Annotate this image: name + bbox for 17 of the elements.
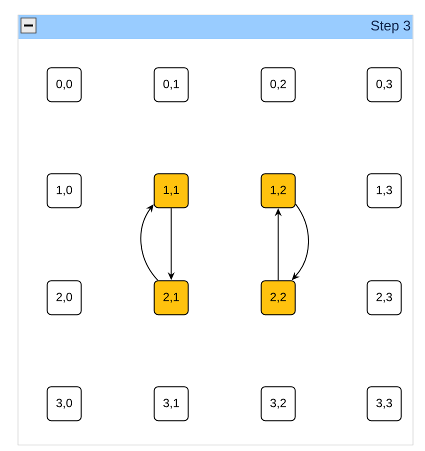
- cell-box: 0,2: [260, 67, 296, 102]
- cell-box: 3,3: [366, 386, 402, 422]
- cell-box: 2,0: [46, 280, 82, 316]
- cell-box: 0,1: [154, 67, 189, 102]
- cell-box: 2,2: [260, 280, 296, 316]
- cell-box: 0,3: [366, 67, 402, 102]
- cell-box: 1,1: [154, 173, 189, 208]
- panel-title: Step 3: [371, 20, 410, 34]
- cell-box: 3,2: [260, 386, 296, 422]
- cell-box: 2,1: [154, 280, 189, 316]
- cell-box: 1,0: [46, 173, 82, 208]
- cell-box: 1,3: [366, 173, 402, 208]
- cell-box: 3,0: [46, 386, 82, 422]
- cell-box: 3,1: [154, 386, 189, 422]
- cell-box: 2,3: [366, 280, 402, 316]
- cell-box: 0,0: [46, 67, 82, 102]
- cell-box: 1,2: [260, 173, 296, 208]
